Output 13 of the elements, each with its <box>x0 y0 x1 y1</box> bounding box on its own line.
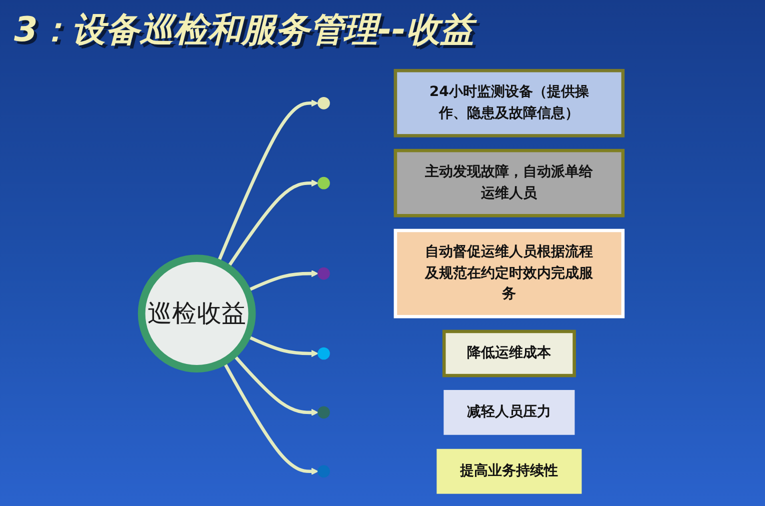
node-circle <box>318 465 330 478</box>
node-circle <box>318 406 330 419</box>
node-box: 自动督促运维人员根据流程及规范在约定时效内完成服务 <box>394 228 625 318</box>
node-circle: 巡检收益 <box>138 254 256 372</box>
node-box: 减轻人员压力 <box>444 390 575 435</box>
node-circle <box>318 267 330 280</box>
node-circle <box>318 347 330 360</box>
node-box: 提高业务持续性 <box>436 448 582 494</box>
node-circle <box>318 96 330 110</box>
node-box: 降低运维成本 <box>442 330 576 378</box>
node-box: 主动发现故障，自动派单给运维人员 <box>394 148 625 218</box>
node-box: 24小时监测设备（提供操作、隐患及故障信息） <box>394 68 625 138</box>
node-circle <box>318 176 330 190</box>
